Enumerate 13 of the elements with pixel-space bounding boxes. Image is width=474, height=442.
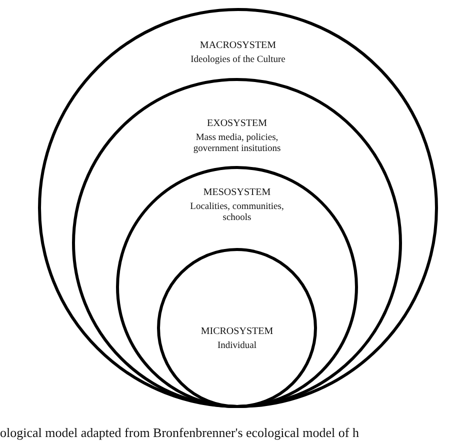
system-name: MACROSYSTEM [200, 39, 276, 52]
system-description: Ideologies of the Culture [190, 55, 286, 66]
system-circle [116, 166, 358, 408]
system-description: Localities, communities, schools [189, 202, 285, 224]
system-description: Individual [217, 341, 257, 352]
system-circle [38, 8, 438, 408]
figure-caption: ological model adapted from Bronfenbrenner's ecological model of h [0, 425, 359, 441]
system-circle [157, 248, 317, 408]
system-name: MESOSYSTEM [203, 186, 271, 199]
system-name: EXOSYSTEM [206, 117, 267, 130]
system-circle [72, 78, 402, 408]
system-description: Mass media, policies, government insitutions [192, 133, 282, 155]
system-name: MICROSYSTEM [200, 325, 274, 338]
